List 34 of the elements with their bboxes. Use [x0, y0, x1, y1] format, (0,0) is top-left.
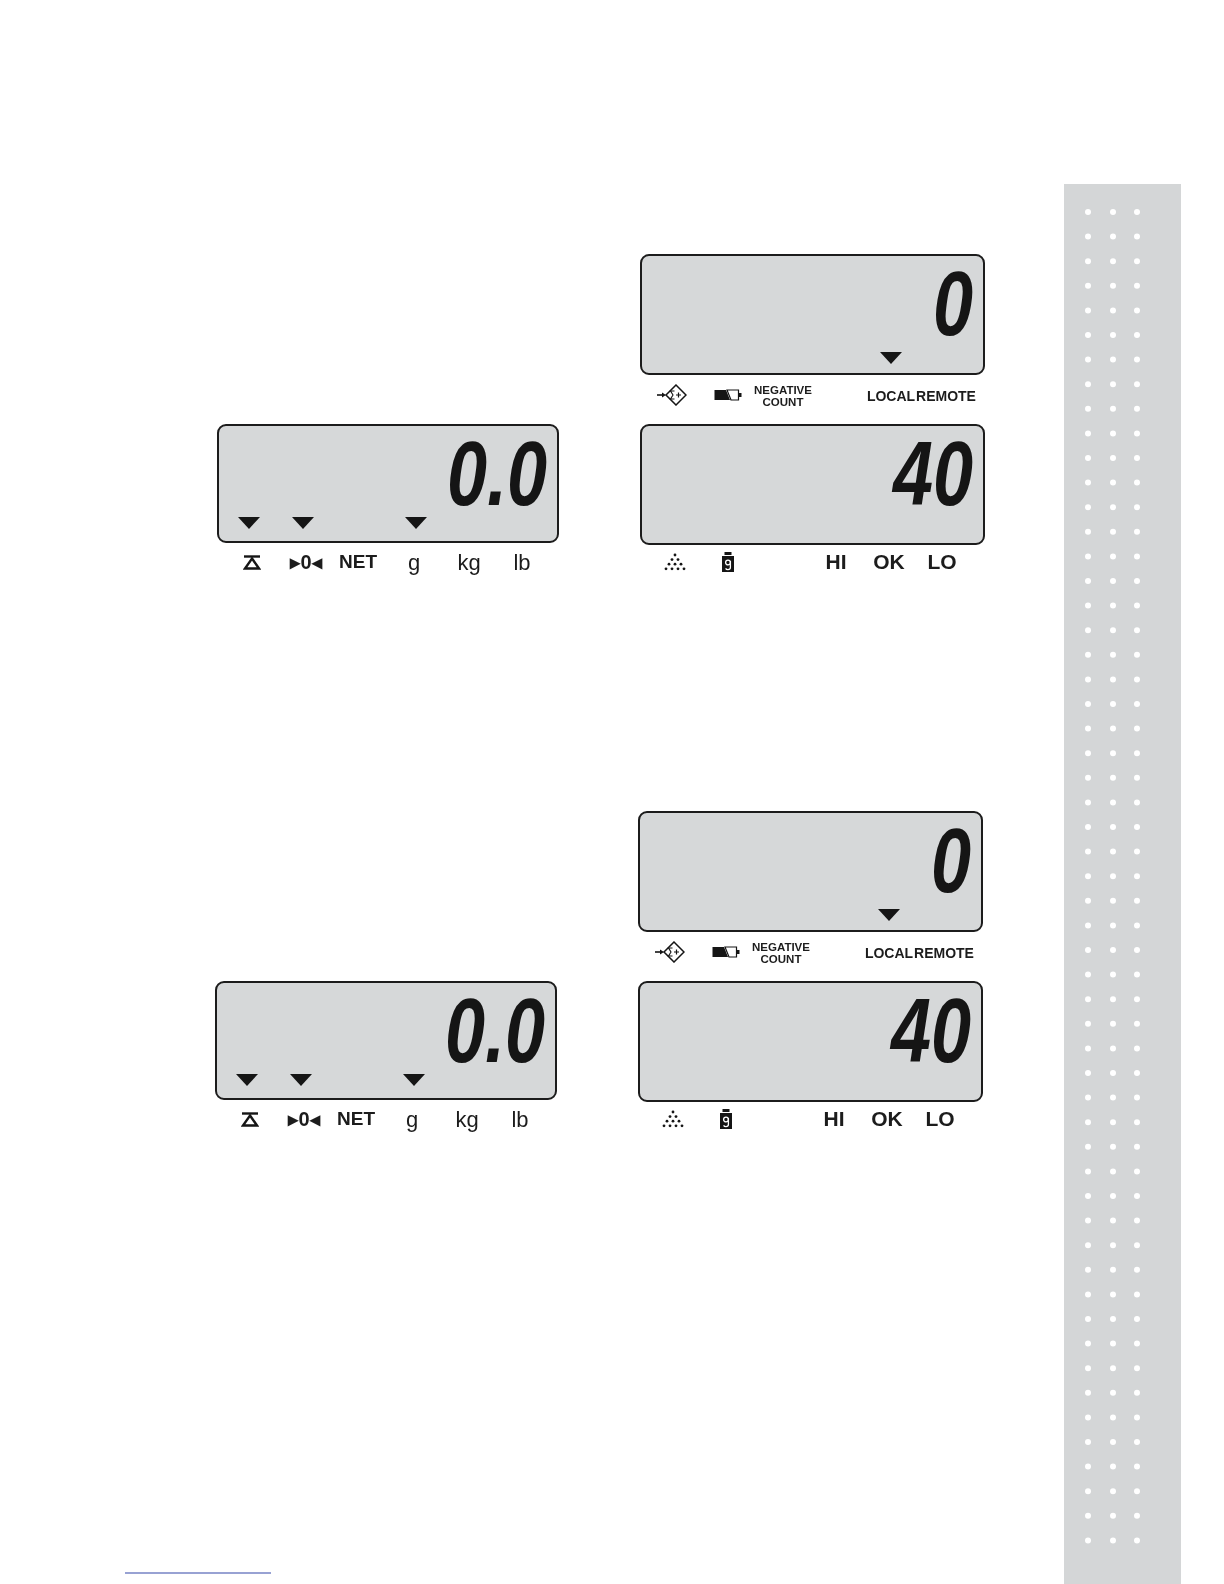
display-reading: 40 [890, 986, 971, 1076]
display-reading: 40 [892, 429, 973, 519]
display-reading: 0 [932, 259, 973, 349]
indicator-label: NEGATIVE COUNT [751, 940, 811, 966]
indicator-label: REMOTE [914, 945, 974, 961]
display-reading: 0.0 [446, 429, 547, 519]
zero-indicator-symbol: ▸0◂ [288, 1108, 320, 1130]
lcd-panel [638, 981, 983, 1102]
unit-label: kg [455, 1108, 479, 1132]
unit-label: kg [457, 551, 481, 575]
indicator-label: NET [339, 552, 377, 572]
limit-label: OK [871, 1108, 903, 1130]
unit-label: g [405, 1108, 419, 1132]
display-reading: 0 [930, 816, 971, 906]
limit-label: LO [927, 551, 957, 573]
indicator-label: LOCAL [864, 945, 914, 961]
limit-label: HI [823, 1108, 845, 1130]
unit-label: lb [511, 1108, 529, 1132]
limit-label: OK [873, 551, 905, 573]
unit-label: g [407, 551, 421, 575]
lcd-panel [638, 811, 983, 932]
lcd-panel [217, 424, 559, 543]
lcd-panel [640, 424, 985, 545]
indicator-label: LOCAL [866, 388, 916, 404]
indicator-label: NEGATIVE COUNT [753, 383, 813, 409]
limit-label: LO [925, 1108, 955, 1130]
limit-label: HI [825, 551, 847, 573]
display-reading: 0.0 [444, 986, 545, 1076]
lcd-panel [215, 981, 557, 1100]
lcd-panel [640, 254, 985, 375]
zero-indicator-symbol: ▸0◂ [290, 551, 322, 573]
indicator-label: NET [337, 1109, 375, 1129]
indicator-label: REMOTE [916, 388, 976, 404]
unit-label: lb [513, 551, 531, 575]
